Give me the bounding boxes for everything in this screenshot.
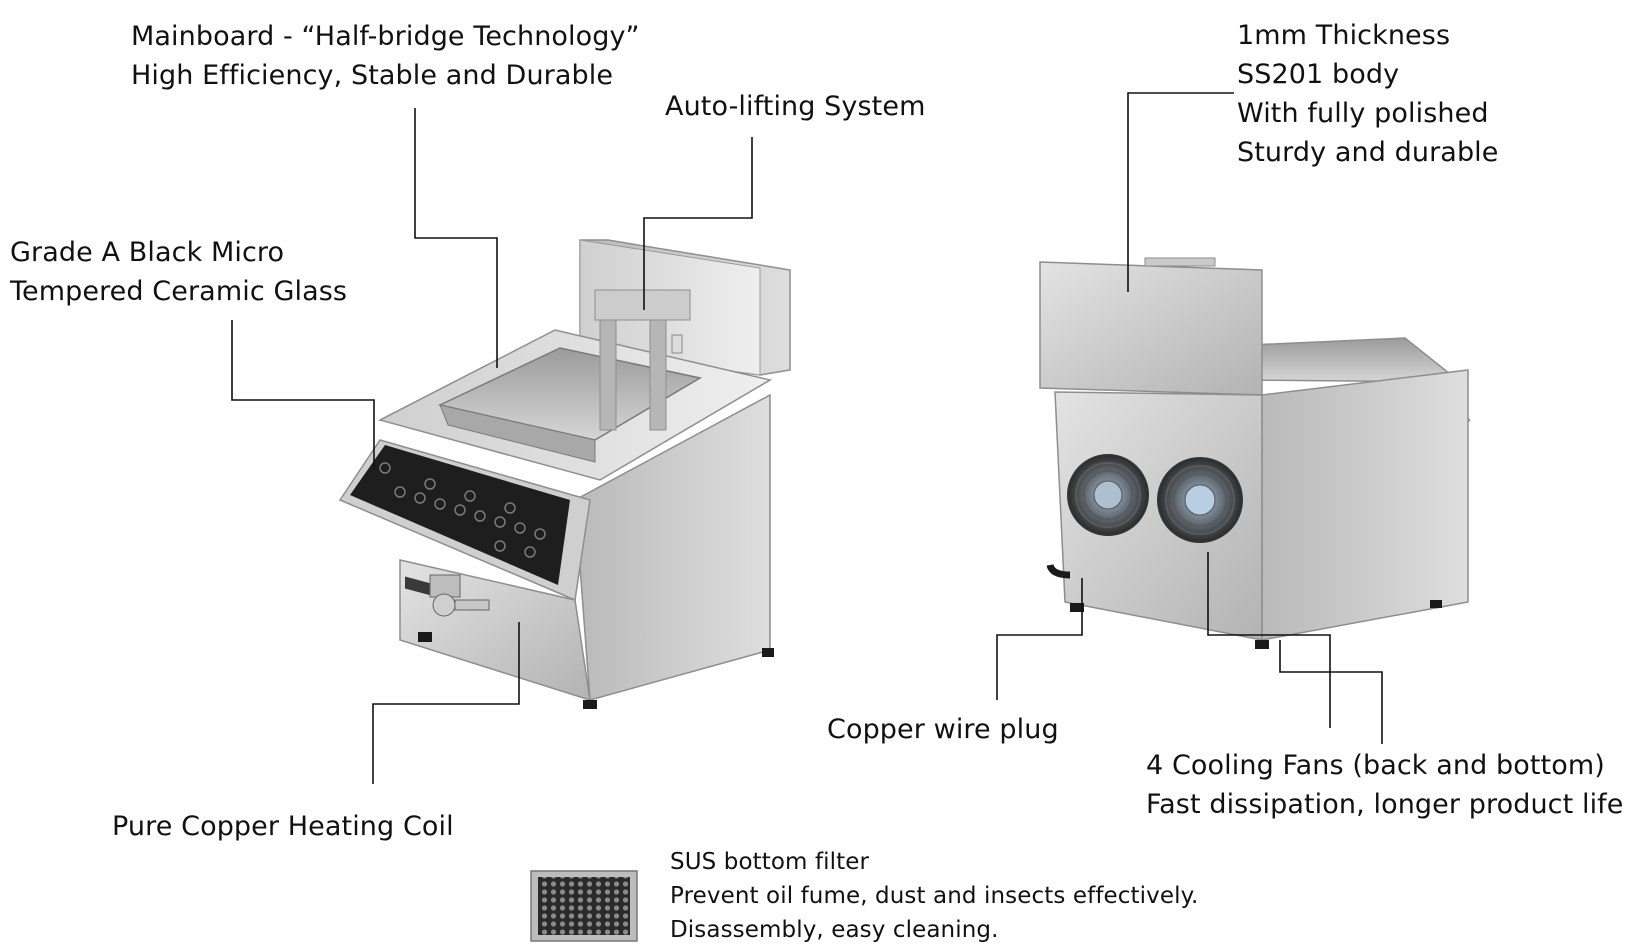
callout-line-fans-a: [1207, 552, 1331, 728]
cooling-fan-2: [1157, 457, 1243, 543]
label-mainboard: Mainboard - “Half-bridge Technology” Hig…: [131, 21, 640, 91]
touch-keys: [379, 462, 546, 558]
callout-line-mainboard: [414, 108, 498, 368]
label-heating-coil: Pure Copper Heating Coil: [112, 811, 454, 842]
callout-line-glass: [231, 320, 375, 470]
label-autolift: Auto-lifting System: [665, 91, 926, 122]
label-body: 1mm Thickness SS201 body With fully poli…: [1237, 20, 1499, 168]
callout-line-plug: [996, 578, 1083, 700]
callout-line-coil: [372, 622, 520, 784]
right-side-panel: [1261, 369, 1469, 641]
label-copper-plug: Copper wire plug: [827, 714, 1059, 745]
label-ceramic-glass: Grade A Black Micro Tempered Ceramic Gla…: [10, 237, 348, 307]
callout-line-body: [1127, 92, 1234, 292]
power-cable: [1046, 563, 1071, 579]
right-fryer-unit: [1039, 257, 1471, 649]
label-cooling-fans: 4 Cooling Fans (back and bottom) Fast di…: [1146, 750, 1624, 820]
cooling-fan-1: [1067, 454, 1149, 536]
right-backsplash: [1039, 261, 1263, 396]
left-fryer-unit: [338, 239, 791, 709]
callout-line-autolift: [643, 137, 753, 310]
label-filter: SUS bottom filter Prevent oil fume, dust…: [670, 849, 1199, 943]
callout-line-fans-b: [1279, 640, 1383, 744]
callout-lines: [231, 92, 1383, 784]
filter-thumbnail: [530, 870, 638, 942]
lift-head: [594, 289, 691, 321]
